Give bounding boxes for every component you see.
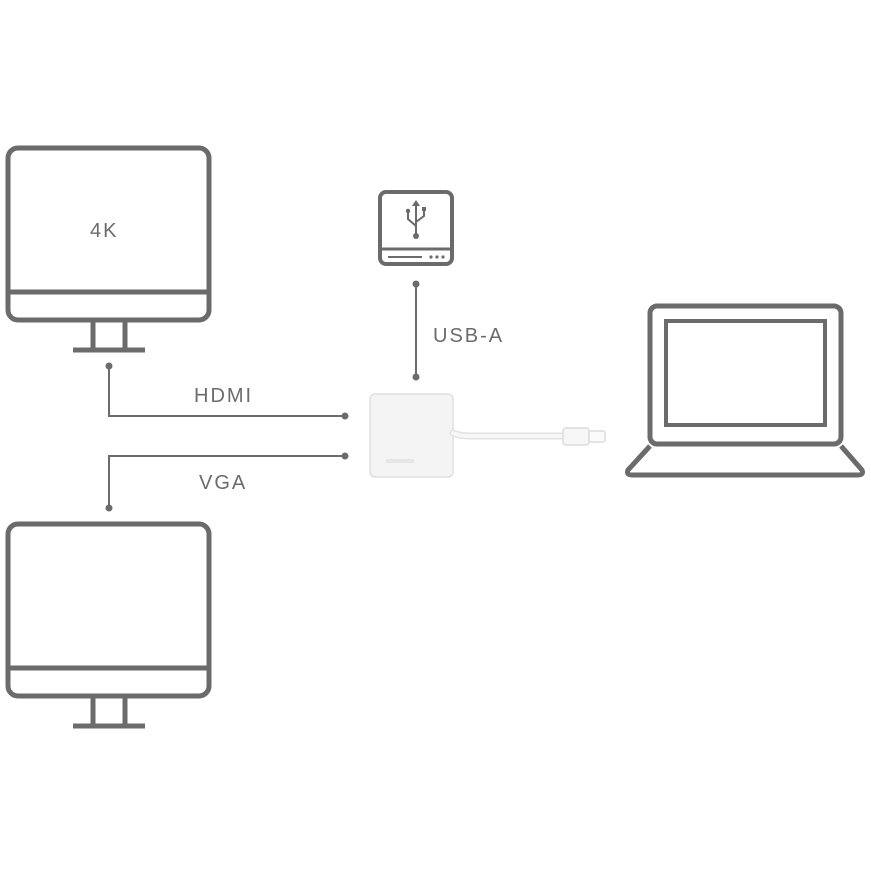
usb-a-label: USB-A xyxy=(433,325,504,347)
usb-drive xyxy=(378,190,454,266)
vga-label: VGA xyxy=(199,472,247,494)
hdmi-connection xyxy=(105,362,349,420)
monitor-vga xyxy=(5,521,212,729)
vga-connection xyxy=(105,452,349,512)
adapter-cable xyxy=(449,427,606,446)
monitor-4k xyxy=(5,145,212,353)
usb-icon xyxy=(405,200,426,239)
monitor-4k-label: 4K xyxy=(90,220,118,242)
usb-a-connection xyxy=(412,280,420,381)
laptop xyxy=(625,303,865,478)
multiport-adapter xyxy=(369,393,454,478)
hdmi-label: HDMI xyxy=(194,385,253,407)
